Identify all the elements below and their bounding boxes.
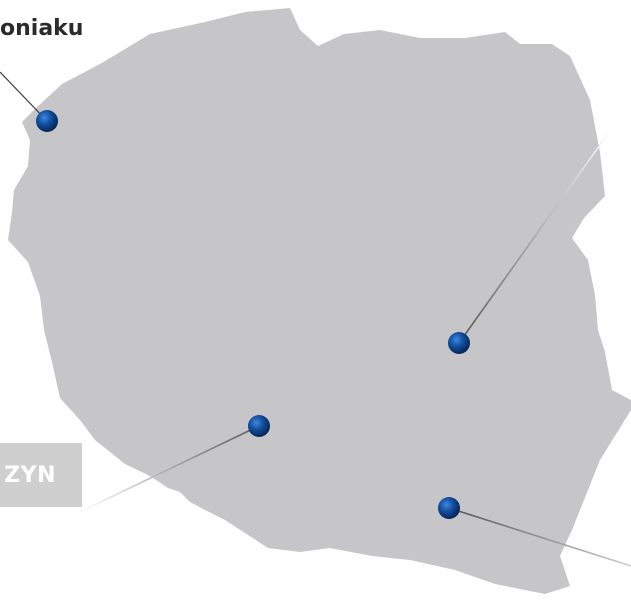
marker-south-east[interactable] — [438, 497, 460, 519]
country-shape — [8, 8, 631, 594]
marker-south-west[interactable] — [248, 415, 270, 437]
leader-line-south-east — [448, 507, 631, 567]
marker-north-west[interactable] — [36, 110, 58, 132]
location-label-top-left: oniaku — [0, 16, 84, 41]
leader-line-south-west — [79, 425, 260, 513]
marker-east[interactable] — [448, 332, 470, 354]
location-label-bottom-left-text: ZYN — [4, 462, 56, 488]
leader-line-north-west — [0, 71, 48, 122]
leader-line-east — [458, 127, 613, 344]
location-label-box-bottom-left: ZYN — [0, 443, 82, 507]
